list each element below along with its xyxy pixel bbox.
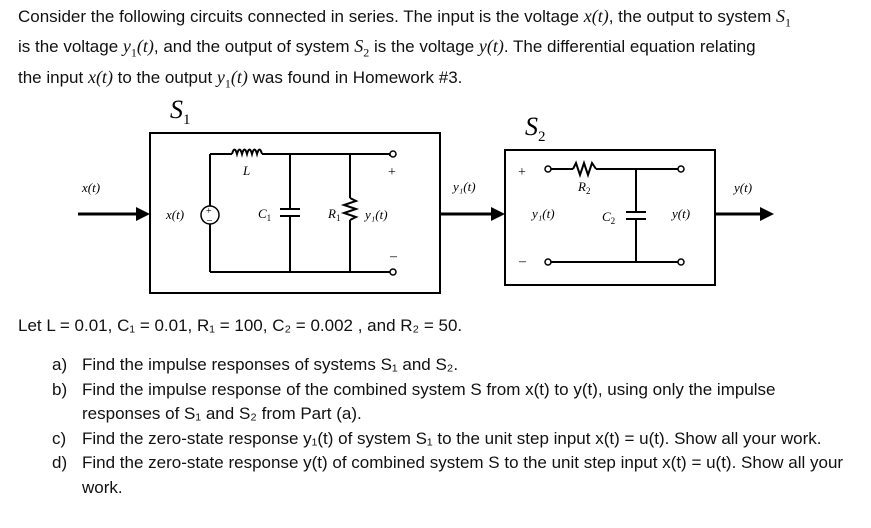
question-item: d) Find the zero-state response y(t) of … — [52, 451, 852, 500]
s2-title: S2 — [525, 112, 546, 145]
intro-text: to the output — [112, 67, 217, 87]
intro-text: . The differential equation relating — [503, 37, 756, 57]
question-item: c) Find the zero-state response y₁(t) of… — [52, 427, 852, 452]
math-sub: 1 — [224, 76, 231, 91]
input-arrow-head — [136, 207, 150, 221]
question-label: b) — [52, 379, 68, 399]
output-arrow-head — [760, 207, 774, 221]
question-item: a) Find the impulse responses of systems… — [52, 353, 852, 378]
math-y: y — [122, 36, 131, 57]
s2-box — [504, 149, 716, 286]
s1-circuit — [209, 148, 391, 273]
question-list: a) Find the impulse responses of systems… — [52, 353, 852, 500]
question-text: Find the impulse response of the combine… — [82, 379, 776, 424]
intro-text: is the voltage — [369, 37, 479, 57]
y1-between-label: y₁(t) — [451, 179, 476, 194]
s2-circuit — [550, 159, 678, 263]
math-s1: S — [775, 6, 785, 26]
problem-intro: Consider the following circuits connecte… — [18, 4, 863, 95]
c1-label: C1 — [258, 206, 271, 223]
math-sub: 1 — [784, 15, 791, 30]
math-t: (t) — [136, 36, 154, 57]
question-label: d) — [52, 453, 68, 472]
intro-text: Consider the following circuits connecte… — [18, 7, 584, 26]
s2-terminal-in-bottom — [544, 258, 552, 266]
source-label: x(t) — [165, 207, 184, 222]
question-text: Find the zero-state response y₁(t) of sy… — [82, 428, 822, 448]
voltage-source — [200, 205, 220, 225]
question-item: b) Find the impulse response of the comb… — [52, 378, 852, 427]
s2-terminal-in-top — [544, 165, 552, 173]
intro-text: , and the output of system — [153, 37, 355, 57]
intro-text: is the voltage — [18, 37, 123, 57]
math-t: (t) — [230, 66, 248, 87]
s2-input-label: y₁(t) — [530, 206, 555, 221]
question-text: Find the zero-state response y(t) of com… — [82, 453, 844, 497]
question-text: Find the impulse responses of systems S₁… — [82, 355, 459, 374]
s2-plus: + — [518, 165, 526, 180]
y1-inner-label: y₁(t) — [363, 207, 388, 222]
math-y-t: y(t) — [478, 36, 504, 57]
between-arrow-head — [491, 207, 505, 221]
math-sub: 1 — [130, 45, 137, 60]
r1-label: R1 — [327, 206, 340, 223]
math-sub: 2 — [363, 45, 370, 60]
source-minus: – — [206, 215, 213, 226]
s2-terminal-out-bottom — [677, 258, 685, 266]
input-x-label: x(t) — [81, 180, 100, 195]
question-label: a) — [52, 355, 68, 374]
y-inner-label: y(t) — [670, 206, 690, 221]
params-text: Let L = 0.01, C₁ = 0.01, R₁ = 100, C₂ = … — [18, 316, 463, 335]
s2-terminal-out-top — [677, 165, 685, 173]
c2-label: C2 — [602, 209, 615, 226]
math-y: y — [216, 66, 225, 87]
parameter-values: Let L = 0.01, C₁ = 0.01, R₁ = 100, C₂ = … — [18, 314, 462, 338]
intro-text: , the output to system — [608, 7, 776, 26]
question-label: c) — [52, 428, 67, 448]
intro-text: was found in Homework #3. — [247, 67, 463, 87]
source-plus: + — [206, 206, 212, 217]
circuit-diagram: S1 S2 x(t) + – x(t) L C1 R1 y₁(t) + — [78, 95, 774, 294]
s1-terminal-top — [389, 150, 397, 158]
inductor-label: L — [242, 163, 250, 178]
intro-text: the input — [18, 67, 88, 87]
math-s2: S — [354, 36, 364, 57]
intro-line-2: is the voltage y1(t), and the output of … — [18, 34, 863, 64]
output-y-label: y(t) — [732, 180, 752, 195]
r2-label: R2 — [577, 179, 590, 196]
math-x-t: x(t) — [87, 66, 113, 87]
s1-box — [149, 132, 441, 294]
s1-minus: – — [389, 249, 398, 264]
math-x-t: x(t) — [583, 6, 609, 26]
s2-minus: – — [518, 254, 527, 269]
intro-line-3: the input x(t) to the output y1(t) was f… — [18, 65, 863, 95]
s1-plus: + — [388, 165, 396, 180]
s1-title: S1 — [170, 95, 191, 128]
s1-terminal-bottom — [389, 268, 397, 276]
intro-line-1: Consider the following circuits connecte… — [18, 4, 863, 34]
